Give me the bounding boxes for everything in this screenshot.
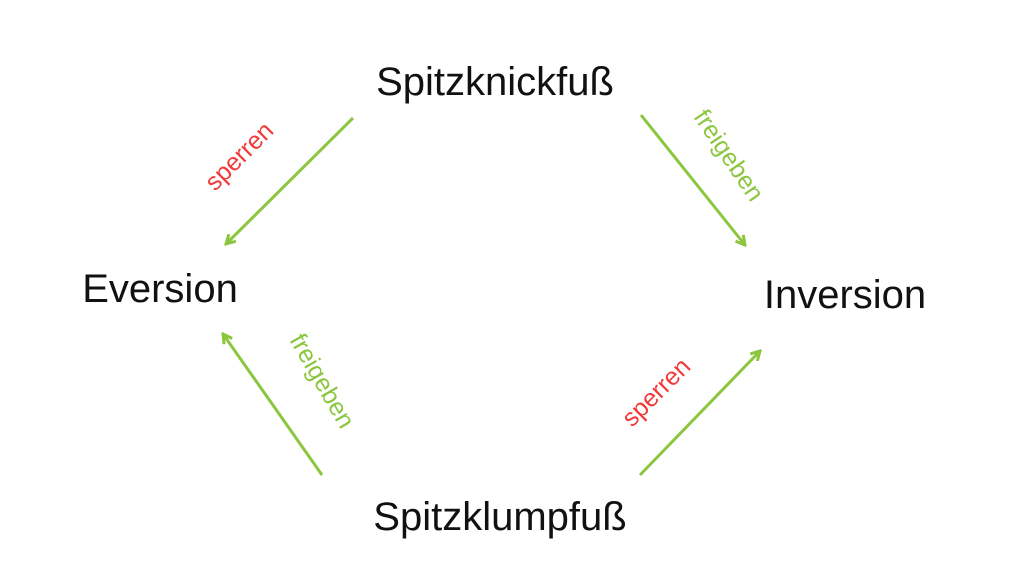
arrow-top-right — [639, 114, 745, 245]
node-eversion: Eversion — [82, 267, 238, 311]
label-sperren-bottom-right: sperren — [616, 352, 696, 432]
arrow-top-left — [226, 116, 355, 244]
arrow-bottom-left — [223, 334, 324, 476]
label-freigeben-bottom-left: freigeben — [284, 329, 360, 433]
node-inversion: Inversion — [764, 273, 926, 317]
node-spitzknickfuss: Spitzknickfuß — [376, 60, 614, 104]
node-spitzklumpfuss: Spitzklumpfuß — [373, 495, 626, 539]
label-sperren-top-left: sperren — [199, 116, 279, 196]
arrow-bottom-right — [638, 351, 760, 477]
